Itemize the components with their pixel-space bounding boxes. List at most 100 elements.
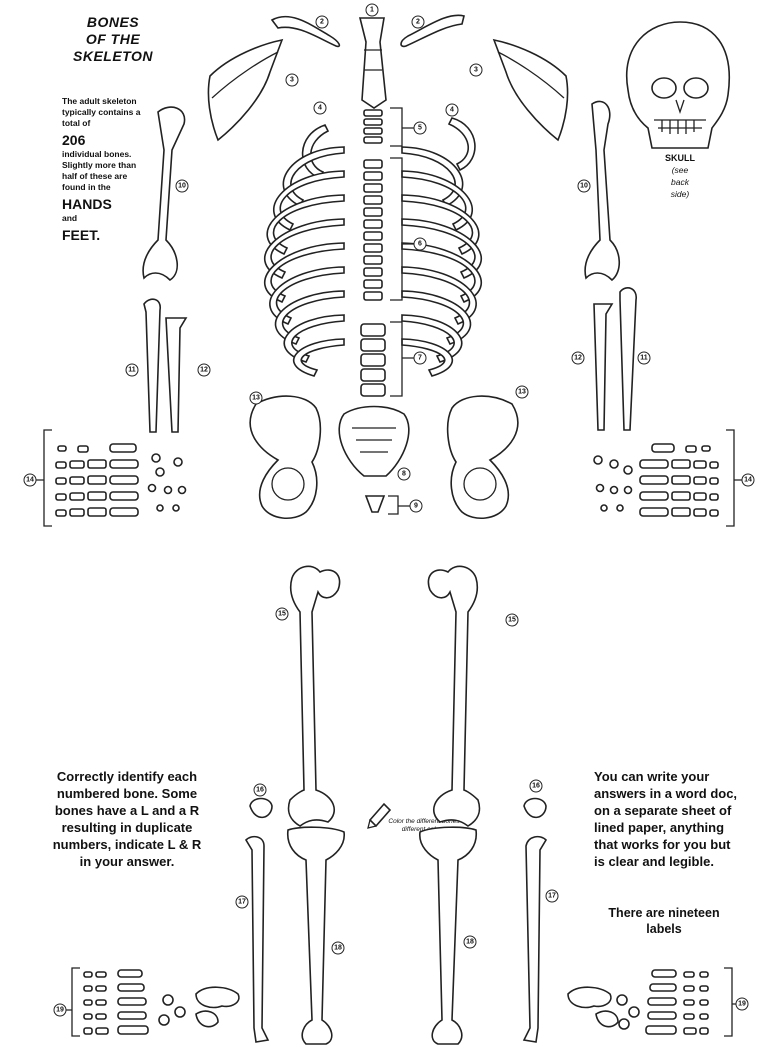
label-16-left: 16 [253, 783, 267, 797]
skull-title: SKULL [665, 153, 695, 163]
label-10-left: 10 [175, 179, 189, 193]
svg-text:14: 14 [26, 477, 34, 484]
label-13-right: 13 [515, 385, 529, 399]
foot-bones-left [64, 967, 240, 1037]
label-15-right: 15 [505, 613, 519, 627]
svg-text:9: 9 [414, 503, 418, 510]
svg-text:1: 1 [370, 7, 374, 14]
label-19-left: 19 [53, 1003, 67, 1017]
hip-bone-left [249, 395, 322, 519]
svg-text:4: 4 [318, 105, 322, 112]
ulna-right [619, 287, 637, 431]
hands-word: HANDS [62, 196, 112, 212]
hand-bones-right [593, 429, 744, 527]
title-line: SKELETON [73, 48, 153, 64]
svg-text:3: 3 [474, 67, 478, 74]
scapula-left [207, 38, 284, 142]
svg-text:5: 5 [418, 125, 422, 132]
skull-note-line: (see [671, 165, 689, 175]
label-1: 1 [365, 3, 379, 17]
label-4-left: 4 [313, 101, 327, 115]
radius-right [593, 303, 614, 431]
foot-bones-right [567, 967, 740, 1037]
svg-text:6: 6 [418, 241, 422, 248]
svg-text:16: 16 [256, 787, 264, 794]
label-17-right: 17 [545, 889, 559, 903]
intro-middle: individual bones. Slightly more than hal… [62, 149, 137, 192]
svg-text:13: 13 [518, 389, 526, 396]
svg-text:19: 19 [56, 1007, 64, 1014]
answer-format-note: You can write your answers in a word doc… [594, 769, 738, 869]
intro-text: The adult skeleton typically contains a … [62, 96, 142, 244]
skull-drawing [625, 21, 730, 149]
label-19-right: 19 [735, 997, 749, 1011]
skull-note-line: back [671, 177, 689, 187]
svg-text:10: 10 [580, 183, 588, 190]
pencil-icon [367, 802, 392, 829]
svg-text:11: 11 [128, 367, 136, 374]
label-3-left: 3 [285, 73, 299, 87]
svg-text:14: 14 [744, 477, 752, 484]
svg-text:18: 18 [466, 939, 474, 946]
svg-text:12: 12 [574, 355, 582, 362]
svg-text:18: 18 [334, 945, 342, 952]
svg-text:12: 12 [200, 367, 208, 374]
radius-left [165, 317, 188, 433]
title-line: OF THE [85, 31, 141, 47]
instructions-text: Correctly identify each numbered bone. S… [52, 769, 202, 869]
label-4-right: 4 [445, 103, 459, 117]
label-16-right: 16 [529, 779, 543, 793]
label-5: 5 [413, 121, 427, 135]
label-18-left: 18 [331, 941, 345, 955]
label-17-left: 17 [235, 895, 249, 909]
label-2-right: 2 [411, 15, 425, 29]
label-11-right: 11 [637, 351, 651, 365]
clavicle-left [270, 15, 341, 48]
svg-text:11: 11 [640, 355, 648, 362]
svg-text:17: 17 [548, 893, 556, 900]
humerus-left [142, 106, 186, 282]
cervical-vertebrae [363, 109, 383, 144]
skull-note-line: side) [670, 189, 690, 199]
color-note: Color the different bones different colo… [388, 818, 460, 833]
intro-before: The adult skeleton typically contains a … [62, 96, 141, 128]
svg-text:15: 15 [508, 617, 516, 624]
bone-count: 206 [62, 132, 86, 148]
svg-text:8: 8 [402, 471, 406, 478]
svg-text:4: 4 [450, 107, 454, 114]
femur-right [427, 565, 481, 827]
fibula-right [522, 835, 548, 1043]
tibia-left [286, 826, 345, 1045]
and-word: and [62, 213, 78, 223]
humerus-right [584, 100, 621, 282]
svg-text:16: 16 [532, 783, 540, 790]
label-12-left: 12 [197, 363, 211, 377]
label-9: 9 [409, 499, 423, 513]
sternum-drawing [358, 17, 387, 109]
lumbar-vertebrae [360, 323, 386, 397]
tibia-right [419, 826, 478, 1045]
fibula-left [244, 835, 270, 1043]
label-10-right: 10 [577, 179, 591, 193]
svg-text:10: 10 [178, 183, 186, 190]
svg-text:17: 17 [238, 899, 246, 906]
worksheet-title: BONES OF THE SKELETON [58, 14, 168, 65]
hip-bone-right [446, 395, 519, 519]
title-line: BONES [86, 14, 140, 30]
svg-text:7: 7 [418, 355, 422, 362]
label-14-right: 14 [741, 473, 755, 487]
label-8: 8 [397, 467, 411, 481]
feet-word: FEET. [62, 227, 101, 243]
svg-text:2: 2 [416, 19, 420, 26]
label-13-left: 13 [249, 391, 263, 405]
patella-left [249, 797, 273, 819]
ribs-right [401, 117, 482, 377]
label-15-left: 15 [275, 607, 289, 621]
femur-left [287, 565, 341, 827]
label-2-left: 2 [315, 15, 329, 29]
label-3-right: 3 [469, 63, 483, 77]
svg-text:2: 2 [320, 19, 324, 26]
ribs-left [264, 124, 345, 377]
sacrum-drawing [338, 405, 410, 477]
